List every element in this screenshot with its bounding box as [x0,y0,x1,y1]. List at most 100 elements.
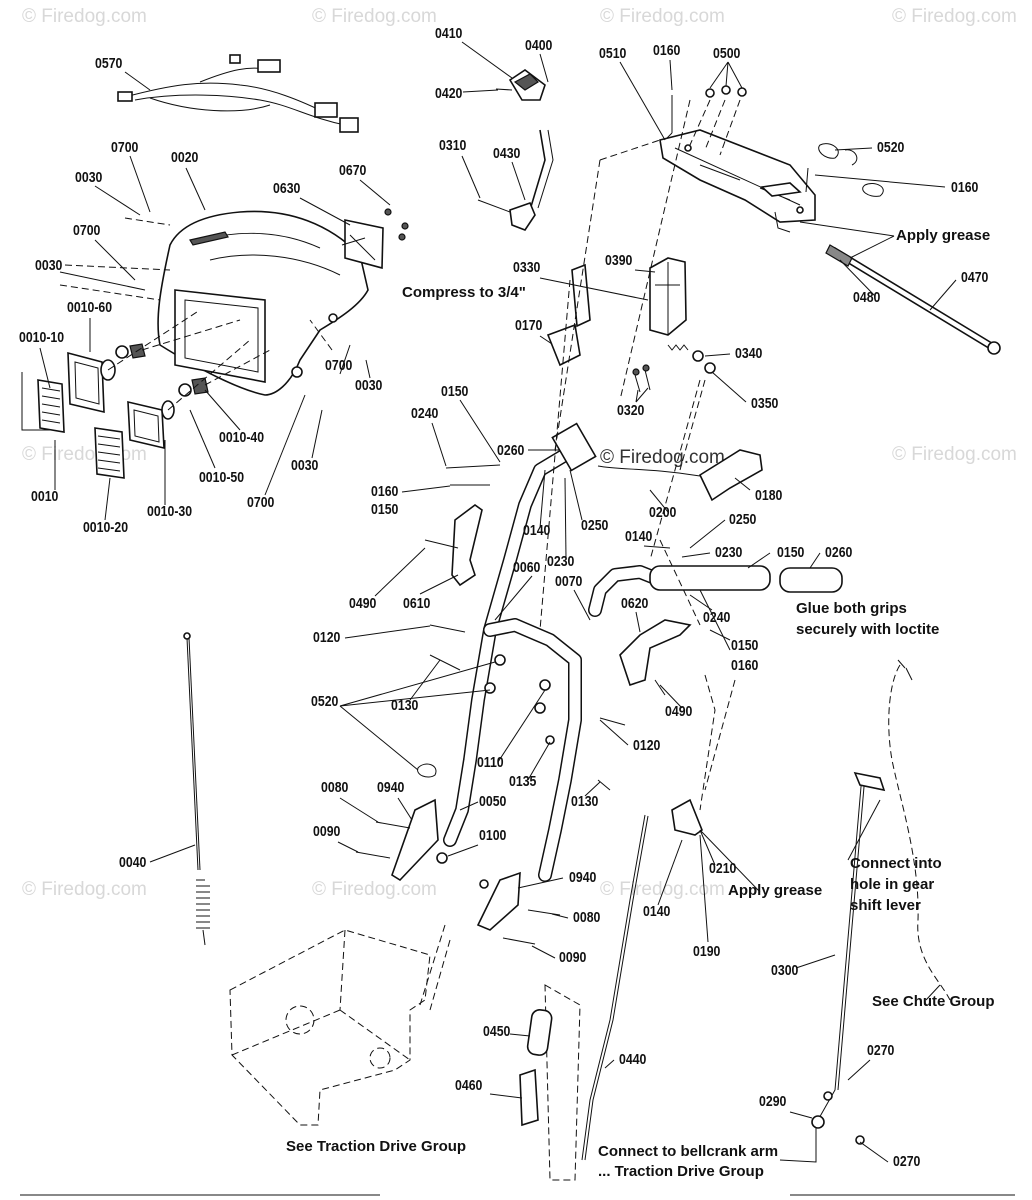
label-0020: 0020 [171,149,199,165]
label-0135: 0135 [509,773,537,789]
note-bellcrank-line2: ... Traction Drive Group [598,1163,764,1180]
note-see-chute-group: See Chute Group [872,993,995,1010]
label-0320: 0320 [617,402,645,418]
bracket-0630 [341,208,409,270]
label-0130: 0130 [571,793,599,809]
shaft-0470 [825,244,1001,355]
note-bellcrank-line1: Connect to bellcrank arm [598,1143,778,1160]
label-0700: 0700 [247,494,275,510]
label-0670: 0670 [339,162,367,178]
bracket-0940 [476,871,521,931]
lever-0410 [508,69,554,231]
label-0160: 0160 [653,42,681,58]
guide-line [539,99,736,811]
grip-0260 [551,422,597,472]
label-0610: 0610 [403,595,431,611]
bolt-0420 [495,88,513,91]
label-0150: 0150 [441,383,469,399]
label-0110: 0110 [477,754,504,770]
label-0520: 0520 [311,693,339,709]
label-0010-40: 0010-40 [219,429,264,445]
label-0030: 0030 [75,169,103,185]
traction-drive-housing [229,929,431,1126]
label-0140: 0140 [625,528,653,544]
wire-harness-0570 [117,54,359,133]
lever-0180 [698,449,763,502]
grip-tube [649,565,771,591]
label-0260: 0260 [497,442,525,458]
watermark: © Firedog.com [892,6,1017,27]
label-0520: 0520 [877,139,905,155]
watermark: © Firedog.com [22,879,147,900]
guide-line [59,217,333,411]
label-0340: 0340 [735,345,763,361]
label-0420: 0420 [435,85,463,101]
label-0090: 0090 [313,823,341,839]
note-connect-line1: Connect into [850,855,942,872]
watermark: © Firedog.com [892,444,1017,465]
label-0030: 0030 [291,457,319,473]
sleeve-0450 [526,1009,553,1056]
label-0120: 0120 [313,629,341,645]
bracket-0390 [649,257,687,336]
clips-0520 [818,143,884,197]
bolt-0240 [445,464,501,469]
label-0070: 0070 [555,573,583,589]
label-0160: 0160 [371,483,399,499]
spring-0340 [667,344,716,374]
label-0630: 0630 [273,180,301,196]
label-0180: 0180 [755,487,783,503]
label-0260: 0260 [825,544,853,560]
cable-shift [888,664,951,1001]
rod-0170 [546,263,591,367]
label-0060: 0060 [513,559,541,575]
label-0030: 0030 [35,257,63,273]
label-0460: 0460 [455,1077,483,1093]
label-0410: 0410 [435,25,463,41]
leader-lines [39,41,957,1163]
label-0450: 0450 [483,1023,511,1039]
guide-line [419,924,451,1011]
label-0010-50: 0010-50 [199,469,244,485]
label-0010-10: 0010-10 [19,329,64,345]
label-0150: 0150 [777,544,805,560]
bracket-0940 [391,798,439,882]
bracket-0210 [671,798,703,836]
label-0620: 0620 [621,595,649,611]
label-0940: 0940 [569,869,597,885]
bolt-0160 [805,167,809,193]
knobs [484,654,555,745]
note-see-traction-drive: See Traction Drive Group [286,1138,466,1155]
label-0010-60: 0010-60 [67,299,112,315]
note-glue-grips-line2: securely with loctite [796,621,939,638]
label-0570: 0570 [95,55,123,71]
rod-0440 [581,814,646,1161]
callout-labels: 0570 0700 0020 0030 0670 0630 0700 0030 … [19,25,989,1169]
label-0050: 0050 [479,793,507,809]
label-0170: 0170 [515,317,543,333]
dash-panel-0510 [659,129,816,233]
cable-0040 [183,632,210,946]
label-0500: 0500 [713,45,741,61]
label-0700: 0700 [73,222,101,238]
label-0140: 0140 [523,522,551,538]
label-0430: 0430 [493,145,521,161]
watermark-layer: © Firedog.com © Firedog.com © Firedog.co… [22,6,1017,900]
label-0480: 0480 [853,289,881,305]
label-0120: 0120 [633,737,661,753]
note-apply-grease: Apply grease [728,882,822,899]
bolt-0120 [429,624,466,633]
label-0230: 0230 [715,544,743,560]
label-0330: 0330 [513,259,541,275]
bolt-0080 [527,909,561,916]
label-0010-30: 0010-30 [147,503,192,519]
label-0150: 0150 [371,501,399,517]
nut-0100 [436,852,448,864]
label-0140: 0140 [643,903,671,919]
label-0400: 0400 [525,37,553,53]
label-0510: 0510 [599,45,627,61]
watermark: © Firedog.com [600,6,725,27]
label-0250: 0250 [581,517,609,533]
center-watermark: © Firedog.com [600,447,725,468]
bracket-0610 [451,504,483,587]
